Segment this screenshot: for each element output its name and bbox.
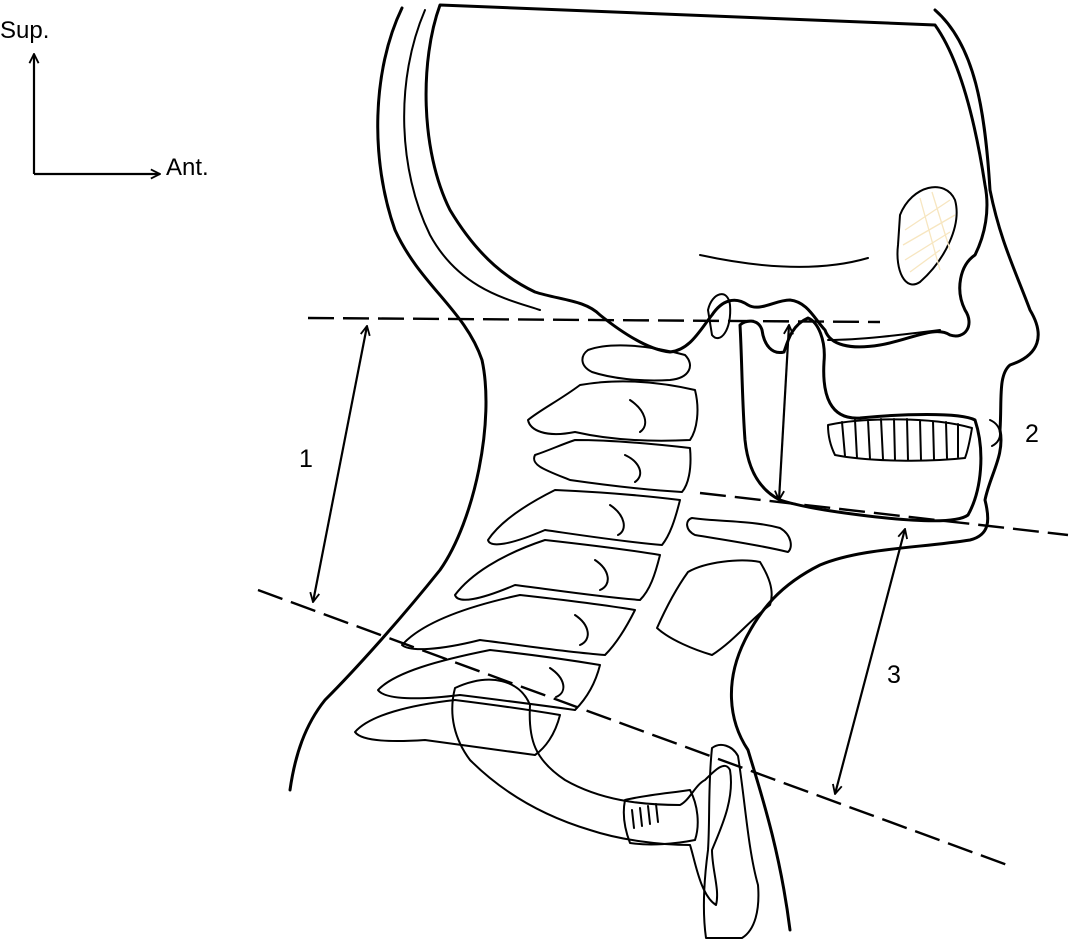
reference-lines bbox=[257, 316, 1069, 868]
measurement-3: 3 bbox=[835, 529, 905, 794]
measurement-2: 2 bbox=[779, 325, 1039, 500]
orientation-indicator: Sup. Ant. bbox=[0, 17, 209, 181]
reference-line-mandibular bbox=[699, 491, 1069, 537]
thyroid-cartilage bbox=[656, 559, 773, 656]
measurement-1: 1 bbox=[299, 326, 367, 602]
vertebra-c1 bbox=[581, 344, 691, 382]
skin-outline-anterior bbox=[729, 8, 1040, 932]
zygomatic-arch bbox=[827, 329, 941, 341]
skin-outline-scalp bbox=[403, 9, 541, 311]
vertebra-c3 bbox=[533, 439, 692, 493]
lip-contour bbox=[989, 419, 1001, 447]
sternal-cartilage bbox=[622, 789, 699, 846]
vertebra-c2 bbox=[527, 380, 699, 442]
clavicle-bone bbox=[451, 678, 732, 906]
spinal-detail bbox=[549, 399, 647, 698]
vertebra-t1 bbox=[354, 699, 561, 756]
mandible-body bbox=[738, 316, 983, 523]
vertebra-c5 bbox=[454, 539, 661, 601]
reference-line-upper bbox=[307, 316, 881, 324]
vertebra-c6 bbox=[401, 594, 636, 656]
clavicle bbox=[451, 678, 760, 939]
orbit bbox=[896, 186, 958, 286]
mastoid-process bbox=[707, 293, 732, 340]
measurement-3-label: 3 bbox=[887, 661, 901, 689]
cartilage-marks bbox=[631, 803, 659, 829]
anterior-label: Ant. bbox=[166, 154, 209, 181]
vertebra-c7 bbox=[377, 649, 601, 711]
superior-label: Sup. bbox=[0, 17, 49, 44]
hyoid-bone bbox=[686, 517, 792, 553]
skull bbox=[424, 3, 989, 354]
manubrium bbox=[702, 743, 760, 939]
reference-line-lower bbox=[257, 588, 1011, 868]
vertebra-c4 bbox=[487, 489, 681, 546]
skull-base-line bbox=[699, 254, 869, 268]
cervical-spine bbox=[354, 344, 699, 756]
measurement-3-arrow bbox=[835, 529, 905, 794]
orbit-hatch bbox=[902, 191, 956, 273]
measurement-1-label: 1 bbox=[299, 445, 313, 473]
skin-outline-posterior bbox=[288, 6, 488, 792]
measurement-1-arrow bbox=[313, 326, 367, 602]
cranium bbox=[424, 3, 989, 354]
teeth bbox=[827, 418, 973, 462]
measurement-2-arrow bbox=[779, 325, 789, 500]
measurement-2-label: 2 bbox=[1025, 420, 1039, 448]
